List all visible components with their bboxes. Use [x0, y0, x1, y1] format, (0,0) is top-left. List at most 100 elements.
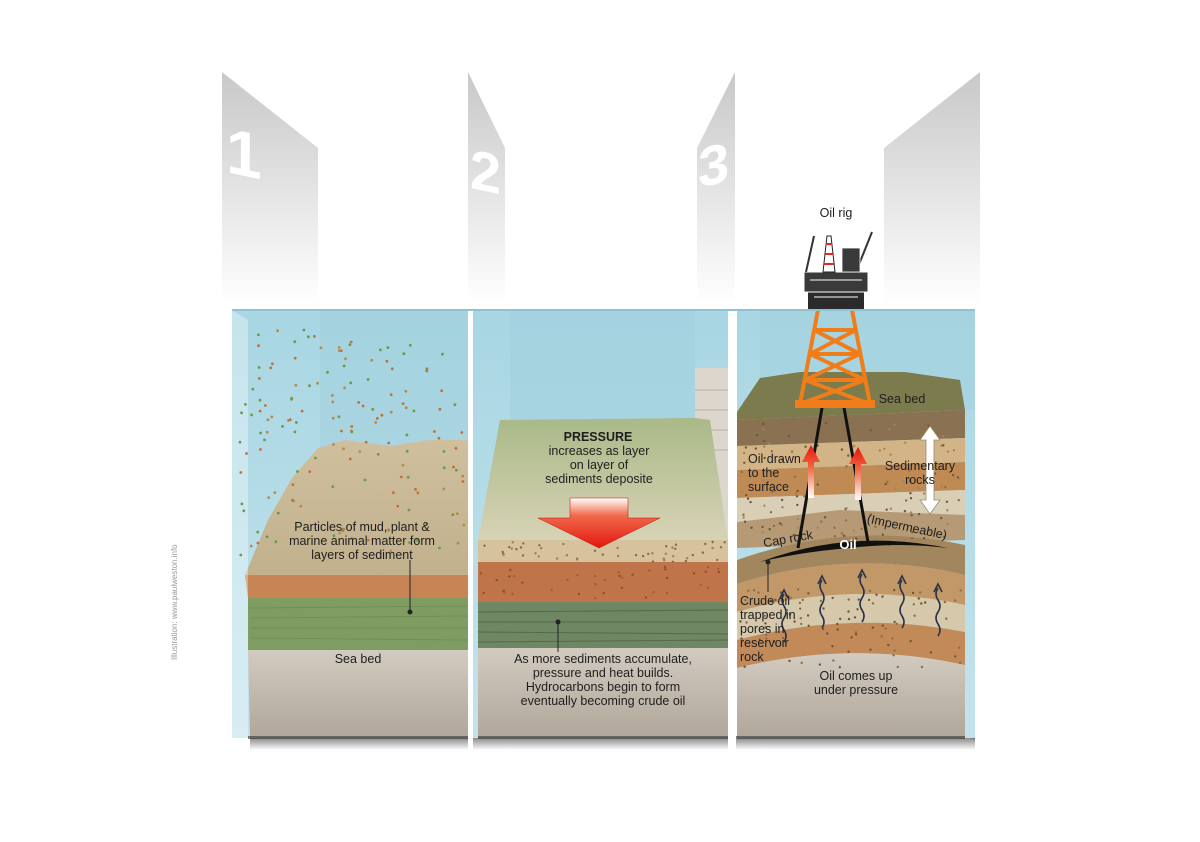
oil-pocket [760, 540, 948, 562]
rig-deck [803, 271, 869, 293]
texture-dot [919, 591, 922, 594]
texture-dot [881, 533, 884, 536]
texture-dot [954, 655, 957, 658]
texture-dot [510, 547, 513, 550]
texture-dot [707, 565, 710, 569]
texture-dot [807, 592, 810, 595]
sedimentary-label: Sedimentary rocks [884, 459, 956, 487]
texture-dot [788, 659, 791, 663]
texture-dot [909, 480, 912, 483]
texture-dot [851, 539, 855, 542]
pressure-squiggle-icon [781, 593, 787, 643]
texture-dot [440, 389, 444, 393]
texture-dot [256, 530, 260, 534]
oil-drawn-label: Oil drawn to the surface [748, 452, 801, 494]
texture-dot [245, 452, 248, 455]
texture-dot [363, 478, 367, 482]
texture-dot [402, 352, 406, 356]
texture-dot [758, 638, 761, 641]
texture-dot [804, 445, 807, 448]
texture-dot [917, 512, 921, 516]
texture-dot [521, 554, 525, 557]
texture-dot [416, 491, 420, 495]
beam-2 [468, 72, 505, 305]
texture-dot [847, 610, 850, 613]
texture-dot [461, 480, 465, 483]
texture-dot [842, 534, 846, 537]
texture-dot [752, 589, 756, 592]
texture-dot [772, 524, 776, 528]
texture-dot [462, 523, 466, 527]
texture-dot [652, 591, 655, 594]
texture-dot [711, 546, 714, 550]
texture-dot [763, 445, 766, 448]
texture-dot [299, 504, 303, 508]
texture-dot [461, 474, 465, 478]
texture-dot [856, 608, 859, 611]
texture-dot [648, 569, 651, 572]
texture-dot [258, 409, 262, 413]
pressure-arrowhead-icon [817, 574, 827, 585]
texture-dot [387, 528, 390, 532]
texture-dot [742, 451, 746, 455]
texture-dot [540, 547, 543, 550]
texture-dot [663, 558, 666, 562]
texture-dot [917, 597, 920, 600]
texture-dot [339, 349, 343, 353]
sea-bed-label-3: Sea bed [878, 392, 926, 406]
divider-2 [728, 300, 736, 760]
texture-dot [460, 431, 464, 434]
texture-dot [889, 453, 892, 456]
texture-dot [847, 617, 851, 621]
texture-dot [348, 343, 352, 347]
texture-dot [762, 439, 766, 443]
rig-deck-lower [808, 290, 864, 310]
texture-dot [891, 637, 894, 640]
texture-dot [780, 523, 783, 526]
oil-up-arrow-right [849, 447, 867, 500]
texture-dot [909, 492, 912, 495]
stage-number-1: 1 [226, 114, 262, 194]
rig-jacket [798, 309, 872, 406]
texture-dot [244, 403, 247, 406]
texture-dot [674, 547, 677, 550]
pressure-squiggle-icon [819, 579, 825, 629]
texture-dot [860, 527, 863, 530]
leader-dot-2 [555, 619, 561, 625]
texture-dot [942, 434, 945, 438]
stratum-1 [737, 410, 965, 446]
texture-dot [745, 493, 748, 497]
texture-dot [847, 650, 850, 653]
texture-dot [576, 558, 579, 561]
texture-dot [771, 490, 774, 493]
texture-dot [798, 601, 802, 605]
texture-dot [337, 349, 341, 352]
texture-dot [924, 601, 927, 604]
texture-dot [293, 340, 297, 344]
texture-dot [719, 546, 723, 549]
texture-dot [433, 430, 436, 433]
texture-dot [832, 659, 835, 662]
texture-dot [833, 526, 836, 529]
texture-dot [742, 513, 745, 516]
texture-dot [550, 588, 553, 592]
texture-dot [502, 553, 505, 556]
texture-dot [887, 643, 890, 647]
texture-dot [911, 591, 915, 595]
texture-dot [692, 572, 696, 575]
texture-dot [451, 513, 455, 516]
compacted-top [478, 418, 728, 540]
texture-dot [387, 441, 391, 445]
texture-dot [601, 553, 604, 556]
texture-dot [452, 465, 455, 469]
texture-dot [699, 583, 702, 586]
texture-dot [755, 433, 759, 437]
texture-dot [942, 444, 945, 447]
texture-dot [404, 406, 408, 410]
texture-dot [762, 428, 765, 431]
texture-dot [831, 645, 834, 648]
texture-dot [854, 633, 858, 636]
texture-dot [904, 441, 907, 444]
texture-dot [761, 525, 764, 529]
